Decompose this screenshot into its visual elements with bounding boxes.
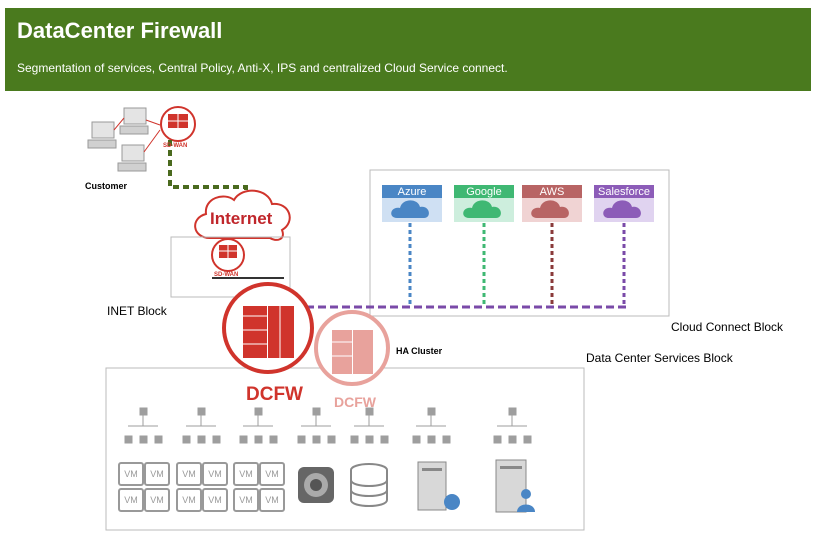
network-tree-icon (239, 407, 278, 444)
customer-computers-icon (87, 107, 161, 172)
cloud-label-azure: Azure (397, 186, 427, 198)
vm-box: VM (176, 462, 202, 486)
cloud-salesforce-tile (594, 185, 654, 222)
network-tree-icon (493, 407, 532, 444)
inet-sdwan-icon (211, 238, 245, 272)
vm-box: VM (233, 488, 259, 512)
customer-internet-link (168, 140, 248, 198)
vm-box: VM (259, 462, 285, 486)
network-tree-icon (124, 407, 163, 444)
vm-cluster-3: VM VM VM VM (233, 462, 285, 512)
page-header: DataCenter Firewall Segmentation of serv… (5, 8, 811, 91)
vm-box: VM (144, 488, 170, 512)
cloud-aws-tile (522, 185, 582, 222)
customer-sdwan-icon (160, 106, 196, 142)
inet-sdwan-label: SD-WAN (214, 272, 239, 278)
vm-box: VM (144, 462, 170, 486)
user-server-icon (495, 459, 535, 513)
dcfw-secondary-label: DCFW (334, 394, 376, 410)
vm-box: VM (118, 488, 144, 512)
vm-cluster-2: VM VM VM VM (176, 462, 228, 512)
page-title: DataCenter Firewall (17, 18, 223, 43)
network-tree-icon (350, 407, 389, 444)
cloud-label-salesforce: Salesforce (598, 186, 650, 198)
secure-server-icon (417, 461, 460, 511)
ha-cluster-label: HA Cluster (396, 346, 443, 356)
cloud-google-tile (454, 185, 514, 222)
page-subtitle: Segmentation of services, Central Policy… (17, 61, 508, 75)
internet-label: Internet (210, 209, 273, 228)
cloud-label-google: Google (466, 186, 502, 198)
network-tree-icon (412, 407, 451, 444)
vm-box: VM (118, 462, 144, 486)
dcfw-primary-label: DCFW (246, 384, 303, 405)
cloud-azure-tile (382, 185, 442, 222)
cloud-connect-box (369, 169, 670, 317)
vm-box: VM (233, 462, 259, 486)
vm-box: VM (202, 462, 228, 486)
customer-sdwan-label: SD-WAN (163, 143, 188, 149)
network-tree-icon (297, 407, 336, 444)
network-tree-icon (182, 407, 221, 444)
inet-block-box (170, 236, 291, 298)
dc-services-block-label: Data Center Services Block (586, 351, 733, 365)
database-icon (350, 463, 388, 507)
internet-cloud-icon (194, 189, 291, 241)
customer-label: Customer (85, 181, 128, 191)
cloud-label-aws: AWS (539, 186, 565, 198)
cloud-connect-block-label: Cloud Connect Block (671, 320, 784, 334)
vm-box: VM (202, 488, 228, 512)
storage-appliance-icon (298, 467, 334, 503)
vm-cluster-1: VM VM VM VM (118, 462, 170, 512)
dcfw-primary-icon (222, 282, 314, 374)
network-trees (124, 407, 532, 444)
vm-box: VM (259, 488, 285, 512)
vm-box: VM (176, 488, 202, 512)
dcfw-secondary-icon (314, 310, 390, 386)
inet-block-label: INET Block (107, 304, 167, 318)
